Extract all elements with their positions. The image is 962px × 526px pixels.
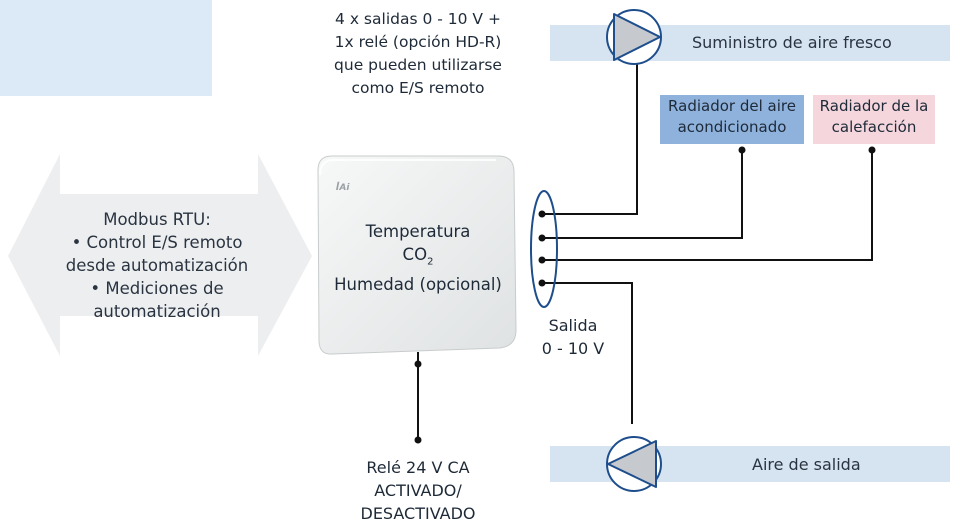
logo-icon: ꟾAi [336, 181, 350, 193]
modbus-line-2: • Control E/S remoto [71, 233, 243, 252]
relay-line-2: ACTIVADO/ [374, 481, 462, 500]
supply-fan-icon [606, 9, 662, 65]
radiator-ac-box: Radiador del aire acondicionado [660, 95, 804, 144]
modbus-line-1: Modbus RTU: [103, 210, 211, 229]
relay-line-1: Relé 24 V CA [366, 458, 470, 477]
co2-text: CO [402, 245, 428, 264]
outputs-note-line-4: como E/S remoto [351, 79, 485, 97]
modbus-line-5: automatización [93, 302, 221, 321]
radiator-heat-line-1: Radiador de la [819, 97, 929, 115]
output-line-2: 0 - 10 V [541, 339, 605, 358]
sensor-device [317, 155, 517, 355]
co2-subscript: 2 [427, 256, 434, 268]
humidity-label: Humedad (opcional) [334, 275, 502, 295]
radiator-heat-line-2: calefacción [831, 118, 917, 136]
temperature-label: Temperatura [365, 222, 471, 241]
modbus-double-arrow [8, 154, 312, 356]
outputs-note-line-2: 1x relé (opción HD-R) [334, 33, 502, 51]
supply-label: Suministro de aire fresco [692, 33, 892, 52]
radiator-ac-line-1: Radiador del aire [668, 97, 796, 115]
outputs-note-line-3: que pueden utilizarse [334, 56, 502, 74]
co2-label: CO2 [318, 243, 518, 273]
relay-line-3: DESACTIVADO [360, 504, 476, 523]
output-connector [530, 190, 558, 308]
junction-dots [414, 146, 876, 444]
modbus-label: Modbus RTU: • Control E/S remoto desde a… [48, 208, 266, 323]
modbus-line-4: • Mediciones de [90, 279, 224, 298]
radiator-heat-box: Radiador de la calefacción [813, 95, 935, 144]
exhaust-fan-icon [606, 436, 662, 492]
outputs-note-line-1: 4 x salidas 0 - 10 V + [335, 10, 501, 28]
radiator-ac-line-2: acondicionado [677, 118, 787, 136]
modbus-line-3: desde automatización [65, 256, 249, 275]
corner-decoration [0, 0, 212, 96]
output-label: Salida 0 - 10 V [528, 314, 618, 360]
relay-label: Relé 24 V CA ACTIVADO/ DESACTIVADO [328, 456, 508, 525]
exhaust-label: Aire de salida [752, 455, 861, 474]
outputs-note: 4 x salidas 0 - 10 V + 1x relé (opción H… [298, 8, 538, 100]
device-readings: Temperatura CO2 Humedad (opcional) [318, 220, 518, 296]
output-line-1: Salida [548, 316, 598, 335]
